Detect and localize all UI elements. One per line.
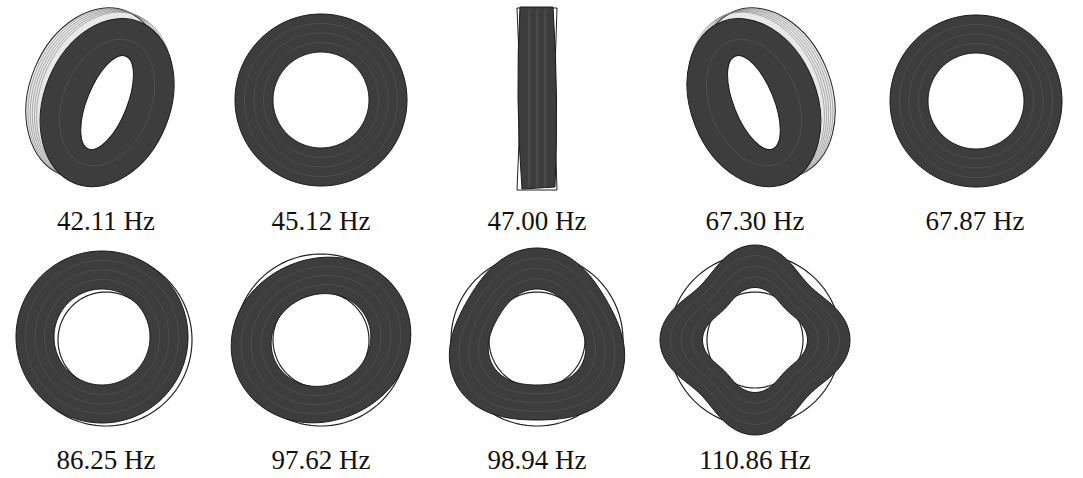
mesh-line	[537, 9, 538, 188]
tire-ring	[890, 15, 1062, 187]
undeformed-mesh	[517, 8, 557, 190]
tire-hole	[717, 49, 792, 157]
mesh-line	[681, 266, 829, 414]
mesh-line	[545, 9, 546, 188]
tire-mode	[1, 0, 198, 207]
frequency-label: 67.30 Hz	[706, 208, 805, 235]
tire-ring	[235, 14, 407, 186]
tire-mode	[660, 245, 850, 435]
frequency-label: 67.87 Hz	[926, 208, 1025, 235]
mesh-line	[692, 277, 818, 403]
frequency-label: 42.11 Hz	[57, 208, 155, 235]
tire-face	[16, 0, 198, 207]
mesh-line	[35, 270, 169, 404]
frequency-label: 110.86 Hz	[699, 447, 810, 474]
mesh-line	[919, 44, 1034, 159]
tire-hole	[70, 49, 145, 157]
mesh-line	[671, 256, 840, 425]
mesh-line	[261, 285, 381, 396]
mesh-line	[529, 9, 530, 188]
frequency-label: 45.12 Hz	[272, 208, 371, 235]
tire-ring	[16, 251, 188, 423]
mesh-line	[254, 33, 388, 167]
tire-ring	[449, 248, 624, 420]
mesh-line	[245, 24, 398, 177]
tire-mode	[517, 7, 557, 190]
tire-mode	[449, 248, 624, 426]
mesh-line	[42, 25, 173, 180]
frequency-label: 98.94 Hz	[488, 447, 587, 474]
tire-mode	[231, 254, 411, 426]
mesh-line	[900, 25, 1053, 178]
tire-mode	[235, 14, 407, 186]
frequency-label: 86.25 Hz	[57, 447, 156, 474]
mesh-line	[251, 275, 391, 404]
frequency-label: 97.62 Hz	[272, 447, 371, 474]
mesh-line	[264, 43, 379, 158]
tire-ring	[660, 245, 850, 435]
mesh-line	[241, 266, 401, 413]
mesh-line	[26, 261, 179, 414]
tire-face	[663, 0, 845, 207]
tire-mode	[663, 0, 860, 207]
mesh-line	[688, 25, 819, 180]
tire-side	[518, 7, 557, 189]
mesh-line	[459, 258, 615, 411]
tire-mode	[16, 251, 192, 426]
mesh-line	[909, 34, 1043, 168]
frequency-label: 47.00 Hz	[488, 208, 587, 235]
mesh-line	[469, 269, 605, 403]
tire-ring	[231, 257, 411, 423]
mesh-line	[479, 279, 596, 394]
tire-mode	[890, 15, 1062, 187]
mesh-line	[45, 280, 160, 395]
